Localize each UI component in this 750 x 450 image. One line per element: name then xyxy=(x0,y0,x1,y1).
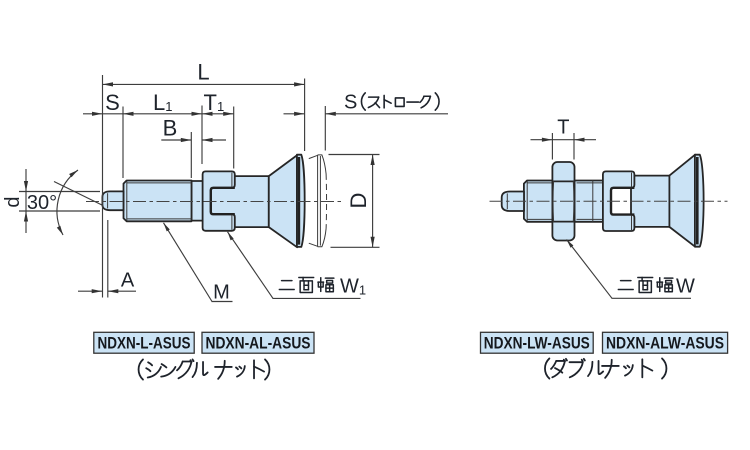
svg-text:L: L xyxy=(197,60,209,85)
svg-text:S: S xyxy=(344,92,357,114)
svg-text:NDXN-ALW-ASUS: NDXN-ALW-ASUS xyxy=(606,334,724,353)
svg-text:M: M xyxy=(213,282,230,304)
svg-text:S: S xyxy=(105,90,120,115)
svg-text:d: d xyxy=(2,196,24,207)
svg-text:A: A xyxy=(121,270,135,292)
svg-text:NDXN-AL-ASUS: NDXN-AL-ASUS xyxy=(206,334,311,353)
svg-text:NDXN-LW-ASUS: NDXN-LW-ASUS xyxy=(484,334,590,353)
svg-text:T: T xyxy=(557,117,569,139)
svg-text:D: D xyxy=(346,193,371,209)
svg-text:B: B xyxy=(163,116,178,141)
svg-text:30°: 30° xyxy=(27,192,57,214)
svg-text:NDXN-L-ASUS: NDXN-L-ASUS xyxy=(98,334,191,353)
svg-text:W: W xyxy=(676,276,695,298)
